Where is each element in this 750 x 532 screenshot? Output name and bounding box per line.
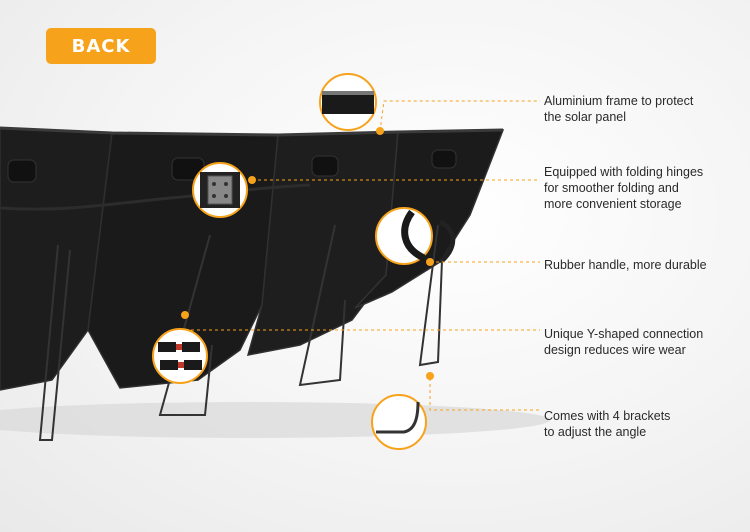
solar-panel-4 [354, 129, 505, 309]
annotation-bracket: Comes with 4 brackets to adjust the angl… [544, 409, 671, 439]
handle-cutout-4 [431, 149, 457, 169]
handle-cutout-1 [7, 159, 37, 183]
annotation-y-conn: Unique Y-shaped connection design reduce… [544, 327, 704, 357]
cable-line [0, 183, 311, 211]
hinge-detail-icon [192, 162, 248, 218]
guide-lines [185, 100, 540, 411]
support-brackets [38, 224, 443, 441]
back-button[interactable]: BACK [46, 28, 156, 64]
frame-detail-icon [319, 73, 377, 131]
top-frame [0, 126, 504, 137]
anchor-dots [181, 127, 434, 380]
annotation-handle: Rubber handle, more durable [544, 258, 707, 272]
rubber-handle [438, 219, 456, 264]
handle-cutout-3 [311, 155, 339, 177]
bracket-detail-icon [371, 394, 427, 450]
connector-detail-icon [152, 328, 208, 384]
annotation-frame: Aluminium frame to protect the solar pan… [544, 94, 694, 124]
handle-detail-icon [375, 207, 433, 265]
ground-shadow [0, 402, 550, 438]
annotation-hinges: Equipped with folding hinges for smoothe… [544, 165, 704, 211]
